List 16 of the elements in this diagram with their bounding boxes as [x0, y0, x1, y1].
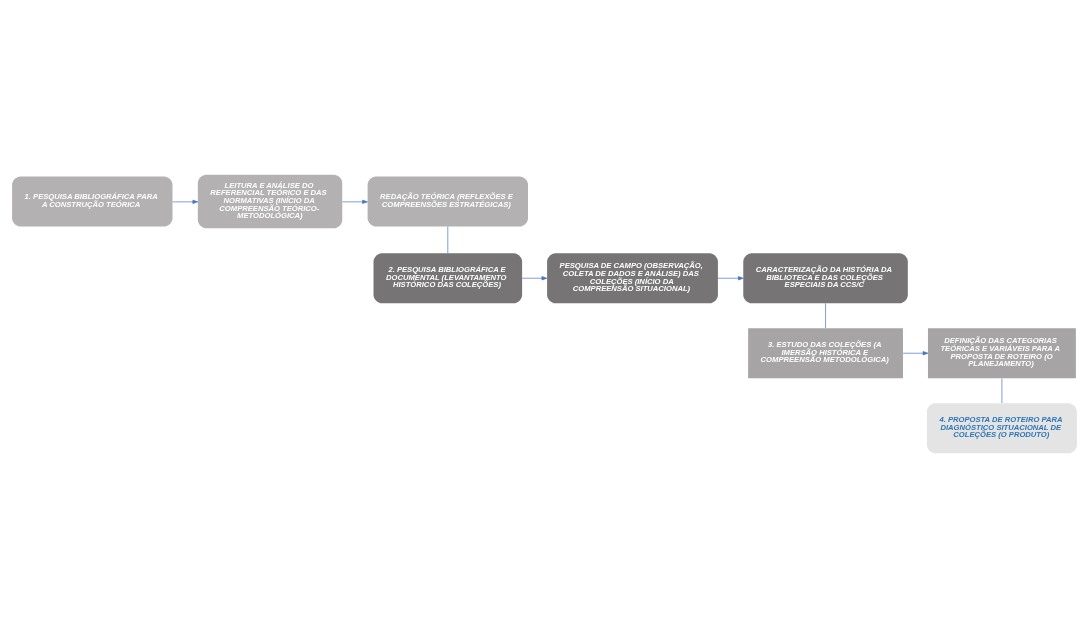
node-box: LEITURA E ANÁLISE DO REFERENCIAL TEÓRICO E DAS NORMATIVAS (INÍCIO DA COMPREENSÃO TEÓRICO-METODOLÓGICA) [197, 174, 343, 229]
arrow [342, 199, 368, 204]
node-box: 3. ESTUDO DAS COLEÇÕES (A IMERSÃO HISTÓRICA E COMPREENSÃO METODOLÓGICA) [748, 328, 903, 379]
arrow [172, 199, 199, 204]
node-box: DEFINIÇÃO DAS CATEGORIAS TEÓRICAS E VARIÁVEIS PARA A PROPOSTA DE ROTEIRO (O PLANEJAMENTO) [927, 328, 1076, 379]
arrow [902, 351, 929, 356]
node-box: 2. PESQUISA BIBLIOGRÁFICA E DOCUMENTAL (LEVANTAMENTO HISTÓRICO DAS COLEÇÕES) [373, 253, 523, 304]
node-box: PESQUISA DE CAMPO (OBSERVAÇÃO, COLETA DE DADOS E ANÁLISE) DAS COLEÇÕES (INÍCIO DA COMPREENSÃO SITUACIONAL) [547, 253, 718, 304]
connector [825, 303, 826, 329]
node-box: 1. PESQUISA BIBLIOGRÁFICA PARA A CONSTRUÇÃO TEÓRICA [12, 176, 173, 227]
node-box: REDAÇÃO TEÓRICA (REFLEXÕES E COMPREENSÕES ESTRATÉGICAS) [367, 176, 528, 227]
arrow [521, 276, 548, 281]
connector [447, 226, 449, 254]
node-box: 4. PROPOSTA DE ROTEIRO PARA DIAGNÓSTICO SITUACIONAL DE COLEÇÕES (O PRODUTO) [926, 403, 1077, 454]
arrow [717, 276, 744, 281]
node-box: CARACTERIZAÇÃO DA HISTÓRIA DA BIBLIOTECA E DAS COLEÇÕES ESPECIAIS DA CCS/C [743, 253, 908, 304]
